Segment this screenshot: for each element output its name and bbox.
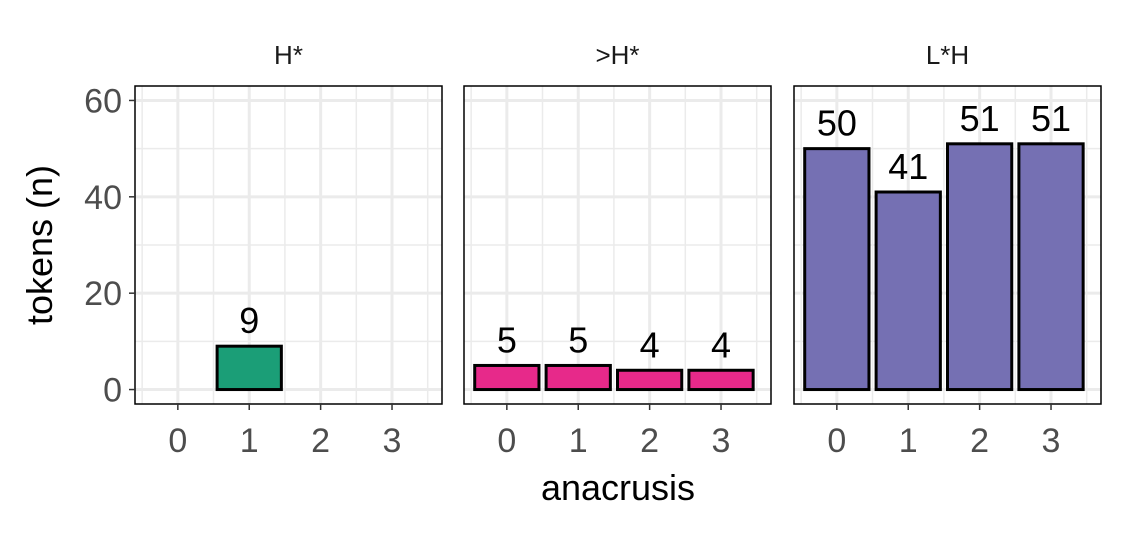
y-axis-title: tokens (n)	[19, 165, 60, 325]
x-tick-label: 2	[311, 422, 330, 460]
bar	[1017, 142, 1085, 392]
y-tick-label: 0	[103, 372, 122, 410]
data-label: 51	[960, 98, 1000, 139]
facet-title: L*H	[926, 40, 969, 70]
facet-title: >H*	[595, 40, 639, 70]
y-tick-label: 60	[84, 82, 122, 120]
data-label: 4	[711, 324, 731, 365]
x-tick-label: 3	[383, 422, 402, 460]
bar	[874, 190, 942, 392]
data-label: 5	[497, 319, 517, 360]
x-tick-label: 1	[899, 422, 918, 460]
data-label: 5	[568, 319, 588, 360]
data-label: 41	[888, 146, 928, 187]
x-tick-label: 0	[168, 422, 187, 460]
bar	[215, 344, 283, 392]
x-tick-label: 1	[569, 422, 588, 460]
x-tick-label: 0	[497, 422, 516, 460]
x-tick-label: 2	[970, 422, 989, 460]
x-tick-label: 3	[1042, 422, 1061, 460]
facet-title: H*	[274, 40, 303, 70]
data-label: 4	[640, 324, 660, 365]
x-tick-label: 1	[240, 422, 259, 460]
x-tick-label: 0	[827, 422, 846, 460]
x-tick-label: 2	[640, 422, 659, 460]
data-label: 51	[1031, 98, 1071, 139]
y-tick-label: 20	[84, 275, 122, 313]
bar	[687, 368, 755, 392]
panel-border	[793, 85, 1102, 405]
bar	[946, 142, 1014, 392]
y-tick-label: 40	[84, 179, 122, 217]
bar	[616, 368, 684, 392]
bar	[544, 363, 612, 392]
panel-border	[134, 85, 443, 405]
x-axis-title: anacrusis	[541, 467, 695, 508]
data-label: 50	[817, 103, 857, 144]
bar	[473, 363, 541, 392]
x-tick-label: 3	[712, 422, 731, 460]
data-label: 9	[239, 300, 259, 341]
bar	[803, 147, 871, 392]
panel-border	[463, 85, 772, 405]
